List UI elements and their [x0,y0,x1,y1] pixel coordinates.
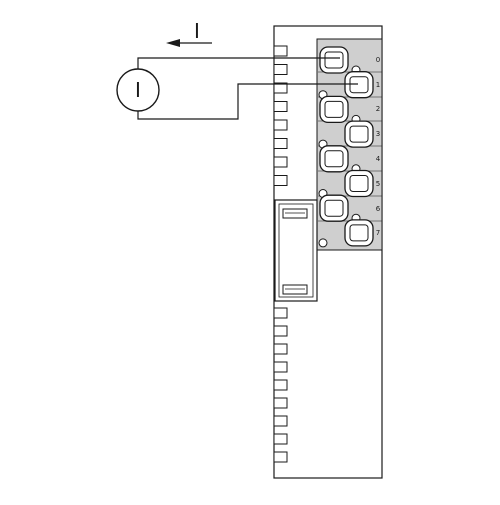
terminal-indicator [318,238,328,248]
vent-slot [273,156,288,168]
terminal-number-4: 4 [376,155,381,163]
vent-slot [273,101,288,112]
vent-slot [273,379,288,391]
terminals [318,46,374,248]
terminal-6 [319,194,361,223]
terminal-number-2: 2 [376,105,380,113]
lever-grip-top [282,208,308,219]
vent-slot [273,325,288,337]
vent-slot [273,397,288,409]
current-label: I [194,19,200,43]
terminal-number-0: 0 [376,56,380,64]
locking-lever [274,199,318,302]
terminal-opening [349,125,369,143]
terminal-number-1: 1 [376,81,380,89]
terminal-number-6: 6 [376,205,381,213]
terminal-5 [318,169,374,198]
current-source: I [116,68,160,112]
terminal-1 [318,71,374,100]
terminal-number-5: 5 [376,180,380,188]
vent-slot [273,64,288,75]
vent-slot [273,433,288,445]
terminal-opening [349,76,369,94]
vent-slot [273,361,288,373]
lever-grip-bottom [282,284,308,295]
current-direction-arrow [166,39,212,47]
wire-to-terminal-1 [137,83,358,120]
terminal-7 [318,219,374,248]
vent-slot [273,451,288,463]
vent-slot [273,45,288,57]
vent-slot [273,343,288,355]
terminal-2 [319,95,361,124]
vent-slot [273,119,288,131]
vent-slot [273,415,288,427]
vent-slot [273,307,288,319]
vent-slot [273,138,288,149]
terminal-opening [324,100,344,118]
terminal-number-7: 7 [376,229,380,237]
vent-slot [273,82,288,94]
vent-slot [273,175,288,186]
current-source-symbol: I [135,78,141,102]
terminal-labels: 0 1 2 3 4 5 6 7 [376,56,381,237]
terminal-3 [318,120,374,149]
terminal-0 [319,46,361,75]
terminal-number-3: 3 [376,130,380,138]
terminal-opening [324,51,344,69]
vent-slots [273,45,288,463]
terminal-opening [324,150,344,168]
terminal-opening [349,175,369,192]
terminal-opening [349,224,369,242]
terminal-opening [324,199,344,217]
